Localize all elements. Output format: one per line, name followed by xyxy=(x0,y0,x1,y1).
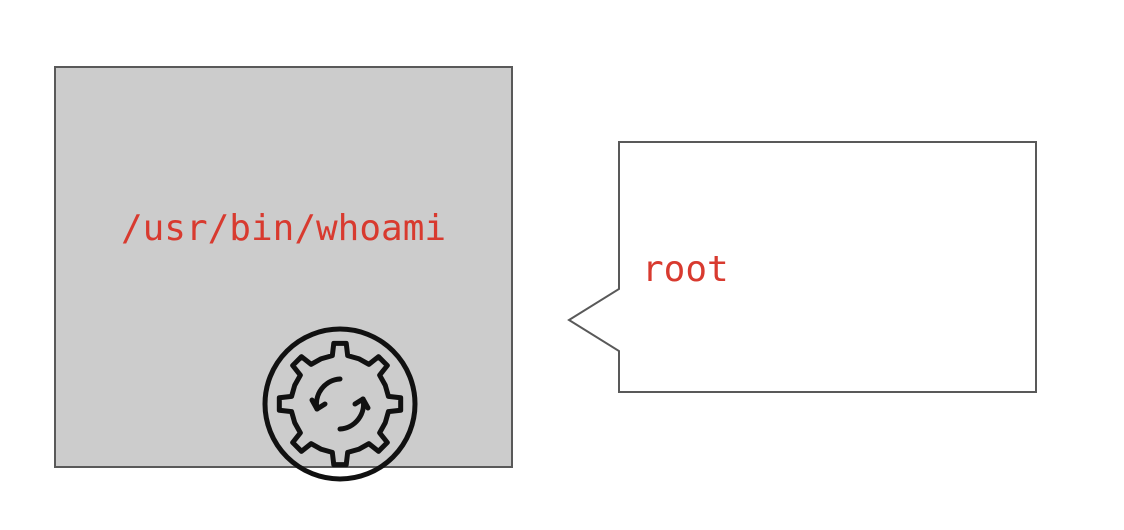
output-text: root xyxy=(642,249,729,290)
program-path-label: /usr/bin/whoami xyxy=(120,208,447,249)
output-callout xyxy=(567,141,1037,393)
program-box: /usr/bin/whoami xyxy=(54,66,513,482)
gear-sync-icon xyxy=(262,326,418,482)
